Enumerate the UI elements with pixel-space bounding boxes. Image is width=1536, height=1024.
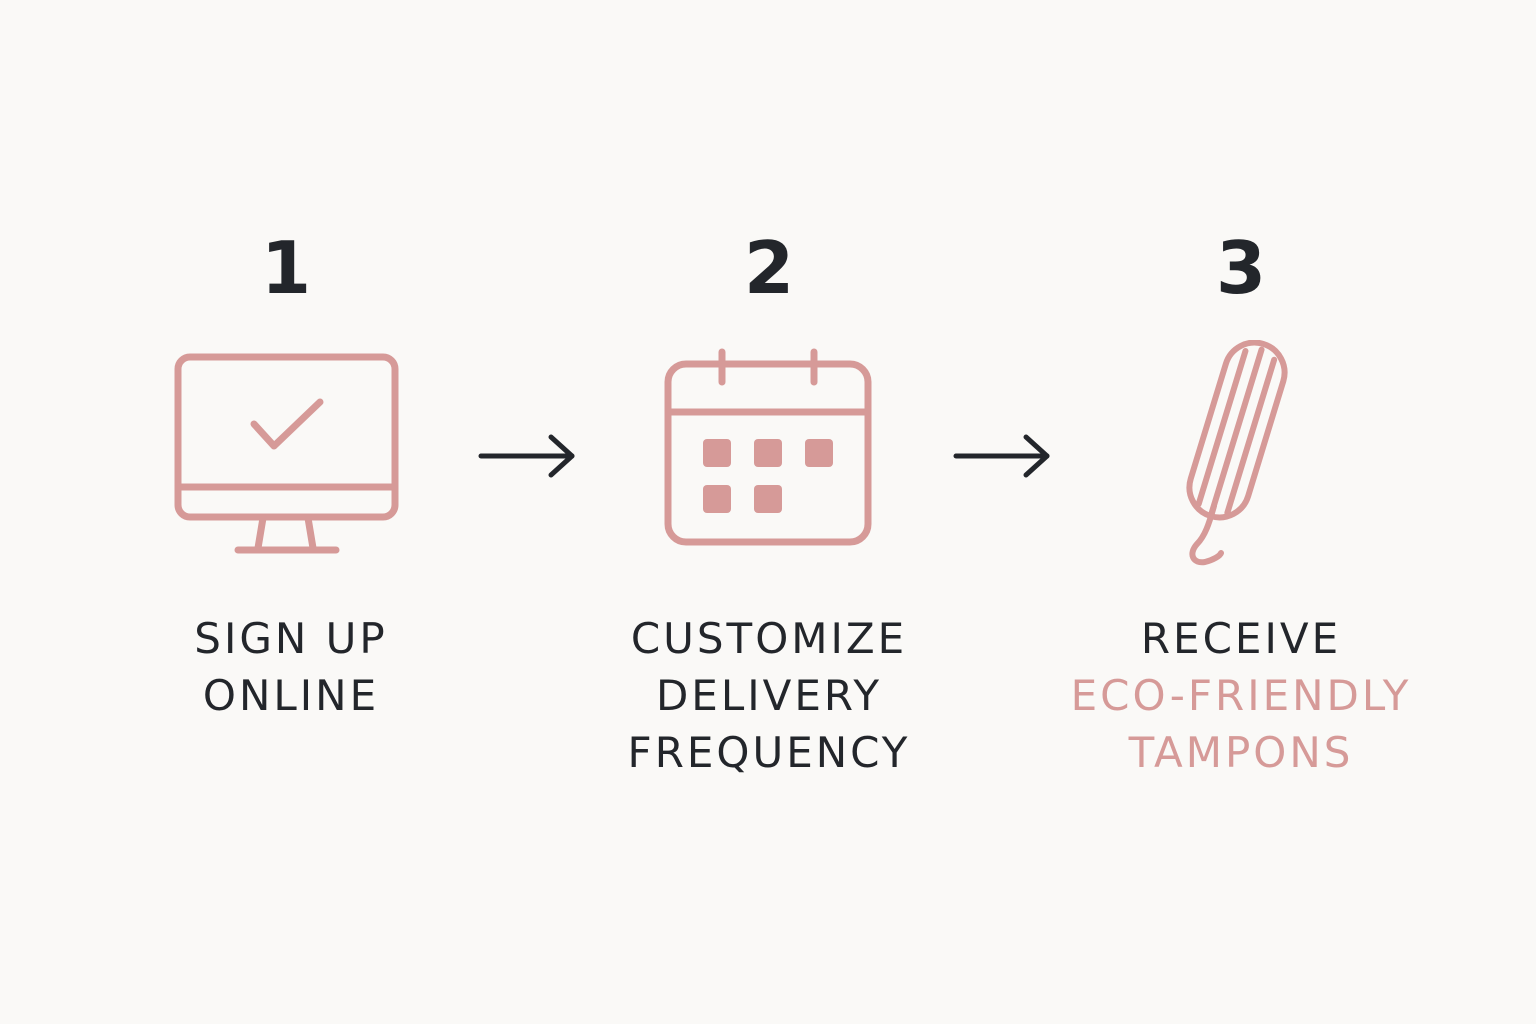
step-3-label-line-3: TAMPONS bbox=[1128, 728, 1354, 777]
step-1-label-line-1: SIGN UP bbox=[194, 614, 388, 663]
step-3-label: RECEIVE ECO-FRIENDLY TAMPONS bbox=[1021, 610, 1461, 781]
step-3-label-line-2: ECO-FRIENDLY bbox=[1070, 671, 1412, 720]
monitor-checkmark-icon bbox=[174, 353, 399, 554]
step-1-label: SIGN UP ONLINE bbox=[71, 610, 511, 724]
step-2-label-line-3: FREQUENCY bbox=[627, 728, 911, 777]
step-2-label-line-1: CUSTOMIZE bbox=[630, 614, 908, 663]
step-3-label-line-1: RECEIVE bbox=[1140, 614, 1342, 663]
step-2-number: 2 bbox=[743, 226, 795, 310]
calendar-icon bbox=[664, 348, 872, 546]
step-1-label-line-2: ONLINE bbox=[202, 671, 380, 720]
arrow-right-icon bbox=[953, 434, 1050, 478]
tampon-icon bbox=[1186, 340, 1288, 566]
step-2-label: CUSTOMIZE DELIVERY FREQUENCY bbox=[549, 610, 989, 781]
step-1-number: 1 bbox=[260, 226, 312, 310]
arrow-right-icon bbox=[478, 434, 575, 478]
step-3-number: 3 bbox=[1215, 226, 1267, 310]
step-2-label-line-2: DELIVERY bbox=[655, 671, 883, 720]
